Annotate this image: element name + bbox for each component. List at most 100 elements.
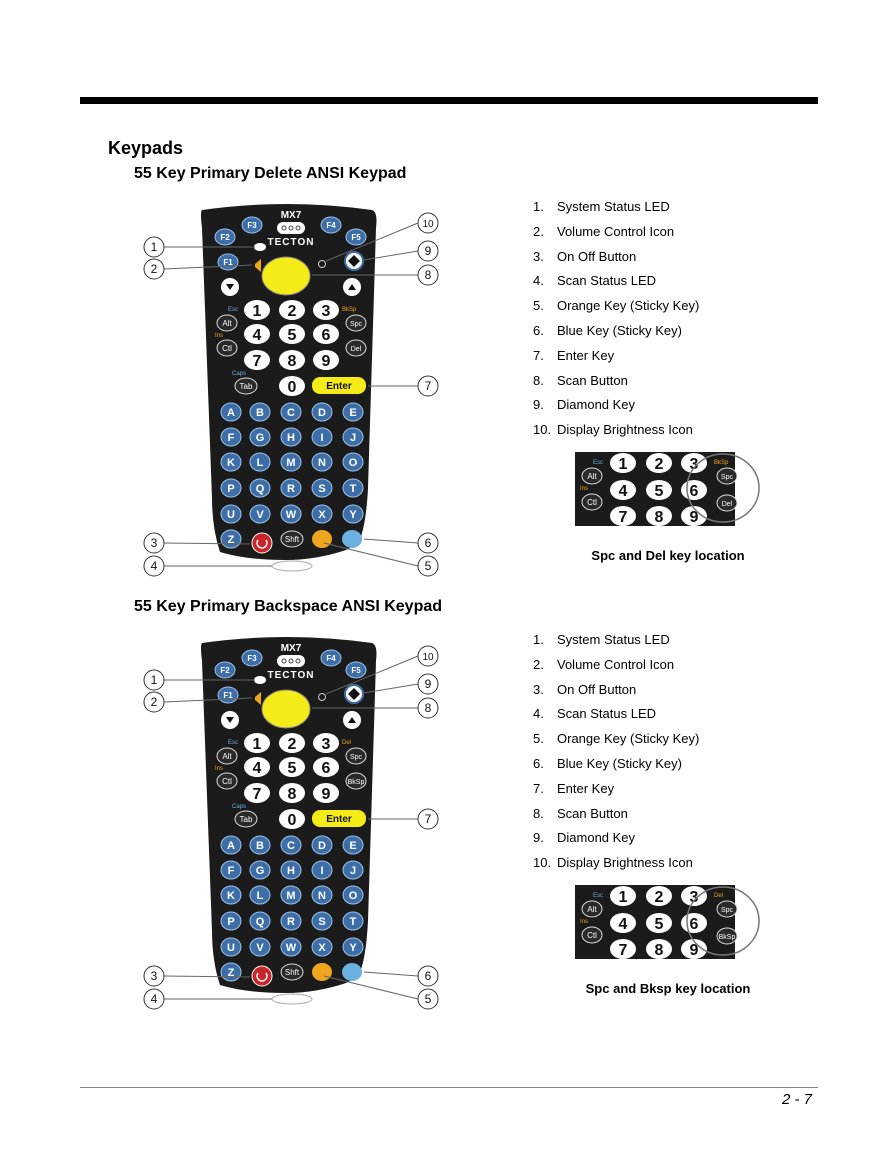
letter-key xyxy=(311,885,333,905)
number-key-label: 1 xyxy=(253,303,262,320)
callout-line xyxy=(163,264,253,270)
detail-number-label: 6 xyxy=(690,916,699,933)
page-number: 2 - 7 xyxy=(781,1091,812,1108)
tab-key xyxy=(234,810,258,828)
number-key xyxy=(313,324,339,344)
detail-number-key xyxy=(646,939,672,959)
letter-key-label: W xyxy=(286,942,297,954)
ctl-key-label: Ctl xyxy=(222,344,232,353)
detail-top-left-label: Esc xyxy=(593,460,603,466)
detail-alt-label: Alt xyxy=(587,472,597,481)
orange-key xyxy=(312,963,332,981)
letter-key-label: C xyxy=(287,407,295,419)
callout-circle xyxy=(143,236,165,258)
letter-key-label: E xyxy=(349,407,356,419)
legend-list-backspace: 1.System Status LED 2.Volume Control Ico… xyxy=(533,628,699,876)
number-key xyxy=(279,757,305,777)
letter-key-label: P xyxy=(227,483,234,495)
letter-key xyxy=(220,402,242,422)
arrow-up-icon xyxy=(348,284,356,290)
letter-key xyxy=(220,937,242,957)
letter-key-label: D xyxy=(318,840,326,852)
letter-key xyxy=(311,478,333,498)
led-dot xyxy=(281,658,287,664)
detail-number-label: 9 xyxy=(690,509,699,526)
ctl-key-label: Ctl xyxy=(222,777,232,786)
fkey-label: F5 xyxy=(351,666,361,675)
callout-circle xyxy=(417,375,439,397)
letter-key-label: A xyxy=(227,840,235,852)
detail-number-key xyxy=(610,506,636,526)
legend-item: 3.On Off Button xyxy=(533,681,637,697)
led-cluster xyxy=(277,655,305,667)
scan-status-led xyxy=(271,560,313,572)
caps-label: Caps xyxy=(232,804,246,810)
letter-key-label: A xyxy=(227,407,235,419)
letter-key-label: P xyxy=(227,916,234,928)
letter-key xyxy=(342,937,364,957)
number-key-label: 8 xyxy=(288,786,297,803)
detail-highlight-ring xyxy=(686,453,760,523)
arrow-down-icon xyxy=(226,284,234,290)
letter-key-label: O xyxy=(349,457,358,469)
tab-key-label: Tab xyxy=(240,815,253,824)
letter-key-label: T xyxy=(350,916,357,928)
callout-circle xyxy=(417,212,439,234)
callout-circle xyxy=(417,808,439,830)
legend-item: 3.On Off Button xyxy=(533,248,637,264)
led-dot xyxy=(295,225,301,231)
callout-number: 7 xyxy=(425,379,432,393)
number-key-label: 6 xyxy=(322,760,331,777)
letter-key xyxy=(249,911,271,931)
letter-key xyxy=(249,452,271,472)
callout-line xyxy=(325,222,419,262)
detail-ctl-key xyxy=(581,493,603,511)
letter-key xyxy=(342,885,364,905)
detail-top-left-label: Esc xyxy=(593,893,603,899)
section-title-backspace: 55 Key Primary Backspace ANSI Keypad xyxy=(134,598,443,615)
number-key-label: 6 xyxy=(322,327,331,344)
letter-key-label: L xyxy=(257,457,264,469)
number-key-label: 4 xyxy=(253,760,262,777)
letter-key xyxy=(342,911,364,931)
brightness-icon xyxy=(318,693,326,701)
diamond-icon xyxy=(348,255,360,267)
legend-item: 5.Orange Key (Sticky Key) xyxy=(533,298,700,314)
legend-item: 6.Blue Key (Sticky Key) xyxy=(533,755,682,771)
scan-status-led xyxy=(271,993,313,1005)
fkey xyxy=(241,649,263,667)
power-key xyxy=(251,965,273,987)
detail-number-label: 4 xyxy=(619,483,628,500)
key-a xyxy=(345,747,367,765)
number-key xyxy=(244,733,270,753)
letter-key-label: F xyxy=(228,432,235,444)
letter-key xyxy=(342,452,364,472)
letter-key xyxy=(220,885,242,905)
number-key-label: 7 xyxy=(253,353,262,370)
number-key xyxy=(313,300,339,320)
letter-key xyxy=(280,860,302,880)
caption-delete: Spc and Del key location xyxy=(591,548,745,563)
legend-list-delete: 1.System Status LED 2.Volume Control Ico… xyxy=(533,195,699,443)
blue-key xyxy=(342,530,362,548)
number-key xyxy=(244,783,270,803)
letter-key xyxy=(280,504,302,524)
letter-key-label: R xyxy=(287,483,295,495)
detail-ins-label: Ins xyxy=(580,486,588,492)
number-key-label: 8 xyxy=(288,353,297,370)
letter-key xyxy=(311,860,333,880)
detail-number-key xyxy=(610,913,636,933)
detail-top-right-label: BkSp xyxy=(714,460,729,466)
shift-key-label: Shft xyxy=(285,535,300,544)
enter-key xyxy=(312,377,366,394)
detail-alt-label: Alt xyxy=(587,905,597,914)
esc-label: Esc xyxy=(228,307,238,313)
letter-key-label: G xyxy=(256,865,265,877)
letter-key xyxy=(249,504,271,524)
letter-key-label: V xyxy=(256,942,264,954)
detail-number-label: 8 xyxy=(655,509,664,526)
led-dot xyxy=(288,658,294,664)
detail-number-label: 1 xyxy=(619,889,628,906)
letter-key xyxy=(249,835,271,855)
letter-key xyxy=(311,835,333,855)
